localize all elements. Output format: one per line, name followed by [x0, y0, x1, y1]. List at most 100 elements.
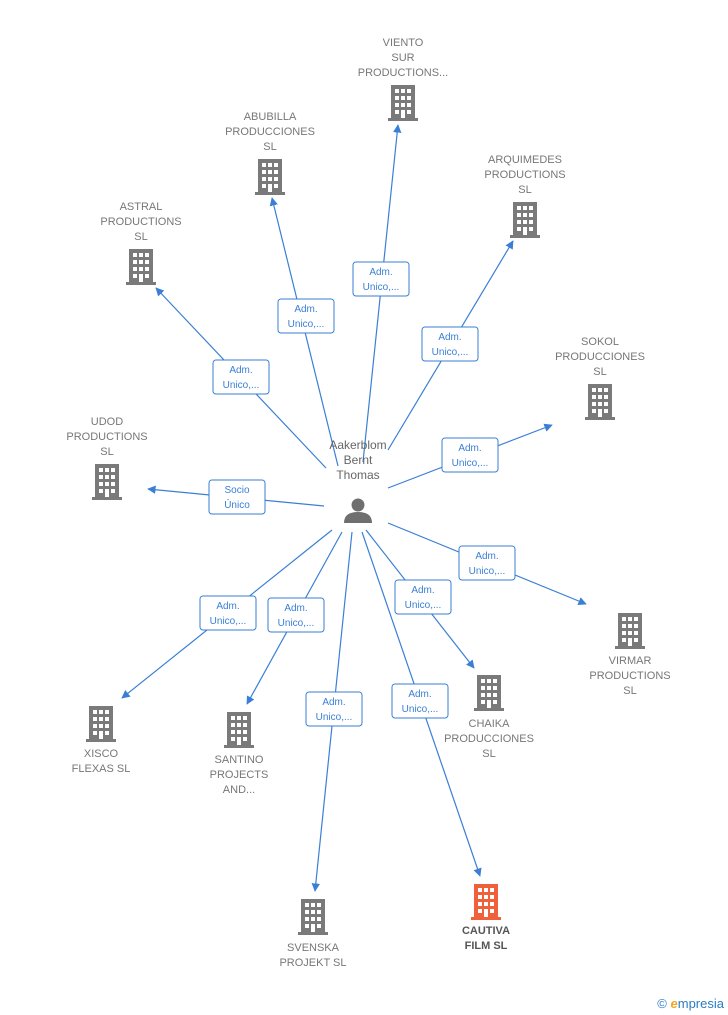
- company-node-cautiva[interactable]: CAUTIVA FILM SL: [462, 884, 510, 952]
- edge-label-arquimedes[interactable]: Adm.Unico,...: [421, 326, 479, 362]
- footer-brand[interactable]: © empresia: [657, 996, 724, 1011]
- company-name-line[interactable]: PRODUCCIONES: [555, 351, 645, 363]
- building-icon[interactable]: [92, 464, 122, 500]
- company-name-line[interactable]: PROJECTS: [210, 769, 269, 781]
- person-name-line[interactable]: Thomas: [336, 468, 379, 482]
- company-name-line[interactable]: VIENTO: [383, 37, 424, 49]
- building-icon[interactable]: [471, 884, 501, 920]
- edge-label-box[interactable]: [267, 597, 325, 633]
- edge-label-text: Adm.: [411, 585, 434, 596]
- building-icon[interactable]: [615, 613, 645, 649]
- company-name-line[interactable]: XISCO: [84, 748, 119, 760]
- edge-label-text: Unico,...: [452, 458, 489, 469]
- company-name-line[interactable]: ABUBILLA: [244, 111, 297, 123]
- company-node-viento[interactable]: VIENTO SUR PRODUCTIONS...: [358, 37, 448, 121]
- edge-label-text: Unico,...: [432, 347, 469, 358]
- company-name-line[interactable]: PRODUCTIONS: [589, 670, 670, 682]
- edge-label-box[interactable]: [458, 545, 516, 581]
- edge-label-xisco[interactable]: Adm.Unico,...: [199, 595, 257, 631]
- company-name-line[interactable]: SANTINO: [215, 754, 264, 766]
- building-icon[interactable]: [388, 85, 418, 121]
- company-name-line[interactable]: SOKOL: [581, 336, 619, 348]
- building-icon[interactable]: [510, 202, 540, 238]
- building-icon[interactable]: [585, 384, 615, 420]
- company-name-line[interactable]: PRODUCCIONES: [225, 126, 315, 138]
- edge-label-box[interactable]: [391, 683, 449, 719]
- company-name-line[interactable]: SL: [134, 231, 147, 243]
- person-name-line[interactable]: Aakerblom: [329, 438, 386, 452]
- company-name-line[interactable]: SL: [263, 141, 276, 153]
- company-name-line[interactable]: FLEXAS SL: [72, 763, 131, 775]
- edge-label-text: Adm.: [284, 603, 307, 614]
- building-icon[interactable]: [126, 249, 156, 285]
- company-node-abubilla[interactable]: ABUBILLA PRODUCCIONES SL: [225, 111, 315, 195]
- company-name-line[interactable]: FILM SL: [465, 940, 508, 952]
- edge-label-box[interactable]: [199, 595, 257, 631]
- company-name-line[interactable]: CHAIKA: [469, 718, 511, 730]
- company-node-svenska[interactable]: SVENSKA PROJEKT SL: [279, 899, 347, 969]
- company-node-arquimedes[interactable]: ARQUIMEDES PRODUCTIONS SL: [484, 154, 566, 238]
- company-name-line[interactable]: PRODUCTIONS: [66, 431, 147, 443]
- company-name-line[interactable]: PROJEKT SL: [279, 957, 346, 969]
- company-name-line[interactable]: CAUTIVA: [462, 925, 510, 937]
- edge-label-box[interactable]: [441, 437, 499, 473]
- company-name-line[interactable]: PRODUCTIONS: [100, 216, 181, 228]
- person-icon[interactable]: [344, 498, 372, 524]
- edge-label-viento[interactable]: Adm.Unico,...: [352, 261, 410, 297]
- edge-label-box[interactable]: [394, 579, 452, 615]
- company-node-santino[interactable]: SANTINO PROJECTS AND...: [210, 712, 269, 796]
- company-name-line[interactable]: SVENSKA: [287, 942, 340, 954]
- building-icon[interactable]: [255, 159, 285, 195]
- edge-label-cautiva[interactable]: Adm.Unico,...: [391, 683, 449, 719]
- company-node-astral[interactable]: ASTRAL PRODUCTIONS SL: [100, 201, 182, 285]
- company-name-line[interactable]: AND...: [223, 784, 255, 796]
- edge-label-box[interactable]: [421, 326, 479, 362]
- edge-label-text: Adm.: [294, 304, 317, 315]
- edge-label-chaika[interactable]: Adm.Unico,...: [394, 579, 452, 615]
- building-icon[interactable]: [474, 675, 504, 711]
- edge-label-svenska[interactable]: Adm.Unico,...: [305, 691, 363, 727]
- edge-label-text: Adm.: [229, 365, 252, 376]
- company-name-line[interactable]: VIRMAR: [609, 655, 652, 667]
- edge-label-sokol[interactable]: Adm.Unico,...: [441, 437, 499, 473]
- edge-label-abubilla[interactable]: Adm.Unico,...: [277, 298, 335, 334]
- building-icon[interactable]: [298, 899, 328, 935]
- edge-label-text: Unico,...: [210, 616, 247, 627]
- edge-label-box[interactable]: [305, 691, 363, 727]
- company-name-line[interactable]: SL: [482, 748, 495, 760]
- company-node-xisco[interactable]: XISCO FLEXAS SL: [72, 706, 131, 775]
- edge-label-box[interactable]: [352, 261, 410, 297]
- edge-label-text: Unico,...: [402, 704, 439, 715]
- company-name-line[interactable]: SL: [100, 446, 113, 458]
- company-name-line[interactable]: SUR: [391, 52, 414, 64]
- building-icon[interactable]: [86, 706, 116, 742]
- company-node-virmar[interactable]: VIRMAR PRODUCTIONS SL: [589, 613, 671, 697]
- edge-label-box[interactable]: [208, 479, 266, 515]
- copyright-icon: ©: [657, 996, 667, 1011]
- edge-label-box[interactable]: [277, 298, 335, 334]
- edge-label-santino[interactable]: Adm.Unico,...: [267, 597, 325, 633]
- company-name-line[interactable]: ASTRAL: [120, 201, 163, 213]
- edge-label-text: Adm.: [322, 697, 345, 708]
- edge-label-text: Unico,...: [223, 380, 260, 391]
- person-name-line[interactable]: Bernt: [344, 453, 373, 467]
- building-icon[interactable]: [224, 712, 254, 748]
- company-name-line[interactable]: PRODUCTIONS...: [358, 67, 448, 79]
- company-name-line[interactable]: PRODUCCIONES: [444, 733, 534, 745]
- company-name-line[interactable]: ARQUIMEDES: [488, 154, 562, 166]
- edge-label-virmar[interactable]: Adm.Unico,...: [458, 545, 516, 581]
- company-node-udod[interactable]: UDOD PRODUCTIONS SL: [66, 416, 148, 500]
- company-name-line[interactable]: SL: [623, 685, 636, 697]
- company-node-chaika[interactable]: CHAIKA PRODUCCIONES SL: [444, 675, 534, 760]
- edge-label-astral[interactable]: Adm. Unico,...: [212, 359, 270, 395]
- edge-label-box[interactable]: [212, 359, 270, 395]
- company-name-line[interactable]: SL: [518, 184, 531, 196]
- company-name-line[interactable]: UDOD: [91, 416, 123, 428]
- edge-label-text: Socio: [224, 485, 249, 496]
- company-node-sokol[interactable]: SOKOL PRODUCCIONES SL: [555, 336, 645, 420]
- company-name-line[interactable]: PRODUCTIONS: [484, 169, 565, 181]
- company-name-line[interactable]: SL: [593, 366, 606, 378]
